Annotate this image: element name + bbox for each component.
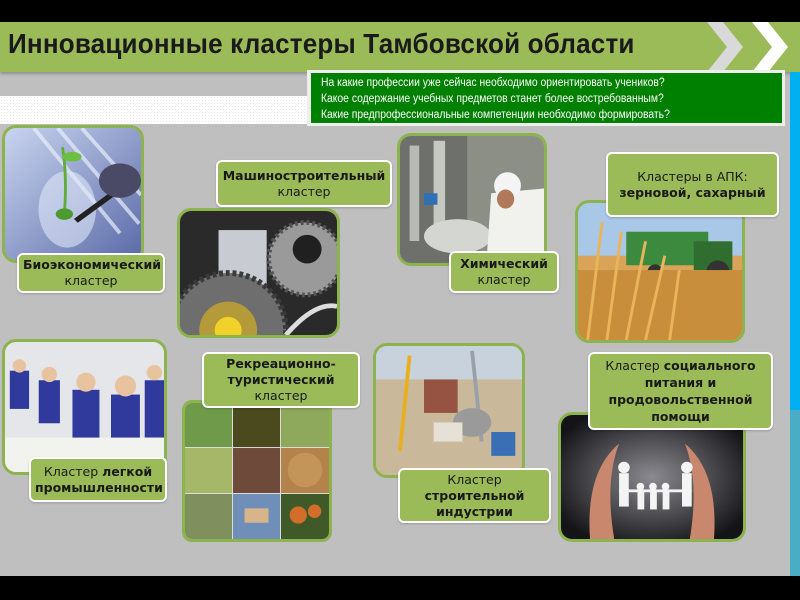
chevron-right-icon [752,22,788,72]
label-bold-text: промышленности [35,479,163,495]
label-text: Кластер [605,358,664,373]
light-industry-cluster-label: Кластер легкой промышленности [29,457,167,502]
label-bold-text: индустрии [436,503,513,519]
label-text: кластер [477,272,531,287]
chevron-right-icon [707,22,743,72]
sewing-factory-image [5,342,164,472]
bio-cluster-label: Биоэкономический кластер [17,253,165,293]
hands-family-image [561,415,743,539]
construction-cluster-label: Кластер строительной индустрии [398,468,551,523]
tourism-collage-image [185,403,329,539]
label-text: Кластер [447,471,502,487]
agro-cluster-photo [575,200,745,343]
label-bold-text: продовольственной [608,392,753,407]
bio-cluster-photo [2,125,144,263]
chemical-cluster-photo [397,133,547,266]
lab-plant-image [5,128,141,260]
label-bold-text: зерновой, сахарный [619,184,766,200]
label-bold-text: туристический [227,372,335,387]
top-letterbox-bar [0,0,800,22]
label-bold-text: Рекреационно- [226,356,336,371]
title-banner: Инновационные кластеры Тамбовской област… [0,22,800,72]
label-bold-text: легкой [102,463,153,479]
label-bold-text: социального [663,358,756,373]
label-bold-text: Химический [460,256,548,271]
social-cluster-label: Кластер социального питания и продовольс… [588,352,773,430]
label-text: Кластеры в АПК: [637,168,748,184]
label-bold-text: помощи [651,409,710,424]
label-text: кластер [64,273,118,288]
dotted-decoration-band [0,96,310,124]
slide: Инновационные кластеры Тамбовской област… [0,22,800,576]
question-2: Какое содержание учебных предметов стане… [321,93,664,105]
label-bold-text: питания и [644,375,717,390]
questions-box: На какие профессии уже сейчас необходимо… [307,70,785,126]
side-accent-strip-top [790,72,800,410]
light-industry-cluster-photo [2,339,167,475]
recreation-cluster-photo [182,400,332,542]
construction-cluster-photo [373,343,525,478]
slide-title: Инновационные кластеры Тамбовской област… [8,28,635,59]
label-bold-text: Биоэкономический [23,257,162,272]
recreation-cluster-label: Рекреационно- туристический кластер [202,352,360,408]
label-bold-text: Машиностроительный [222,167,386,183]
construction-site-image [376,346,522,475]
question-3: Какие предпрофессиональные компетенции н… [321,109,670,121]
agro-cluster-label: Кластеры в АПК: зерновой, сахарный [606,152,779,217]
label-text: Кластер [43,463,103,479]
question-1: На какие профессии уже сейчас необходимо… [321,77,665,89]
wheat-field-image [578,203,742,340]
label-text: кластер [277,183,331,199]
label-text: кластер [254,388,308,403]
bottom-letterbox-bar [0,576,800,600]
social-cluster-photo [558,412,746,542]
label-bold-text: строительной [424,487,525,503]
machine-cluster-photo [177,208,340,338]
side-accent-strip-bottom [790,410,800,576]
chemical-plant-worker-image [400,136,544,263]
gears-image [180,211,337,335]
chemical-cluster-label: Химический кластер [449,251,559,293]
machine-cluster-label: Машиностроительный кластер [216,160,392,207]
